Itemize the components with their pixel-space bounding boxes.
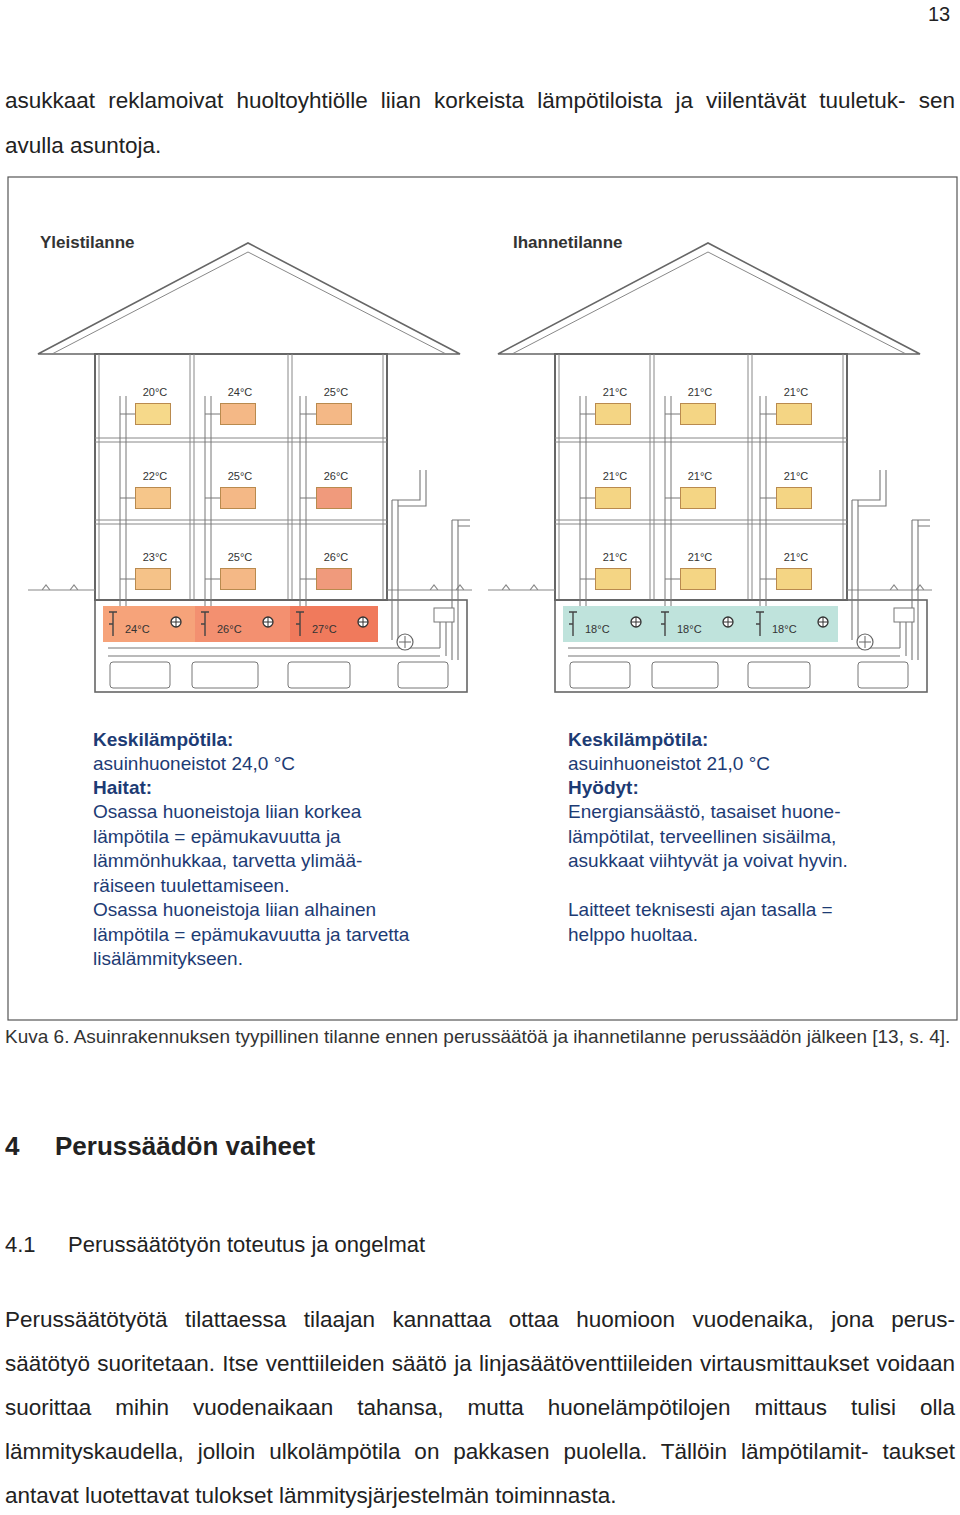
- figure-heading: Keskilämpötila:: [93, 728, 233, 752]
- radiator: [680, 568, 716, 590]
- temperature-label: 18°C: [563, 606, 655, 637]
- temperature-label: 21°C: [672, 468, 728, 484]
- temperature-label: 25°C: [212, 549, 268, 565]
- radiator-unit: 21°C: [672, 384, 728, 426]
- radiator-unit: 25°C: [308, 384, 364, 426]
- figure-heading: Hyödyt:: [568, 776, 639, 800]
- temperature-label: 26°C: [195, 606, 290, 637]
- temperature-label: 18°C: [655, 606, 750, 637]
- radiator-unit: 23°C: [127, 549, 183, 591]
- body-text: Perussäätötyötä tilattaessa tilaajan kan…: [5, 1298, 955, 1515]
- radiator: [680, 487, 716, 509]
- temperature-label: 24°C: [212, 384, 268, 400]
- temperature-label: 26°C: [308, 468, 364, 484]
- panel-title: Yleistilanne: [40, 232, 134, 253]
- temperature-label: 21°C: [587, 549, 643, 565]
- figure-text: Laitteet teknisesti ajan tasalla = helpp…: [568, 898, 873, 947]
- temperature-label: 21°C: [768, 468, 824, 484]
- radiator: [220, 403, 256, 425]
- figure-text: asuinhuoneistot 21,0 °C: [568, 752, 770, 776]
- basement-zone: 18°C: [750, 606, 838, 642]
- radiator: [316, 487, 352, 509]
- radiator-unit: 21°C: [768, 468, 824, 510]
- radiator-unit: 21°C: [587, 384, 643, 426]
- basement-zone: 24°C: [103, 606, 195, 642]
- basement-zone: 26°C: [195, 606, 290, 642]
- panel-title: Ihannetilanne: [513, 232, 623, 253]
- temperature-label: 20°C: [127, 384, 183, 400]
- temperature-label: 21°C: [768, 384, 824, 400]
- radiator-unit: 20°C: [127, 384, 183, 426]
- radiator-unit: 21°C: [768, 384, 824, 426]
- temperature-label: 25°C: [212, 468, 268, 484]
- figure-text: Osassa huoneistoja liian korkea lämpötil…: [93, 800, 423, 898]
- figure-heading: Keskilämpötila:: [568, 728, 708, 752]
- radiator-unit: 21°C: [587, 549, 643, 591]
- figure-text: Energiansäästö, tasaiset huone- lämpötil…: [568, 800, 873, 874]
- section-heading: Perussäätötyön toteutus ja ongelmat: [68, 1231, 425, 1259]
- temperature-label: 23°C: [127, 549, 183, 565]
- figure-frame: [8, 177, 957, 1020]
- temperature-label: 21°C: [587, 384, 643, 400]
- section-number: 4.1: [5, 1231, 36, 1259]
- radiator-unit: 26°C: [308, 468, 364, 510]
- radiator: [220, 487, 256, 509]
- radiator: [135, 568, 171, 590]
- figure-heading: Haitat:: [93, 776, 152, 800]
- figure-text: Osassa huoneistoja liian alhainen lämpöt…: [93, 898, 423, 972]
- radiator-unit: 22°C: [127, 468, 183, 510]
- radiator-unit: 21°C: [672, 549, 728, 591]
- temperature-label: 27°C: [290, 606, 378, 637]
- radiator-unit: 21°C: [587, 468, 643, 510]
- radiator: [595, 568, 631, 590]
- radiator: [776, 568, 812, 590]
- section-number: 4: [5, 1130, 19, 1163]
- radiator: [316, 568, 352, 590]
- temperature-label: 18°C: [750, 606, 838, 637]
- temperature-label: 25°C: [308, 384, 364, 400]
- radiator-unit: 21°C: [768, 549, 824, 591]
- radiator-unit: 25°C: [212, 468, 268, 510]
- body-text: asukkaat reklamoivat huoltoyhtiölle liia…: [5, 78, 955, 168]
- radiator: [776, 487, 812, 509]
- temperature-label: 21°C: [672, 549, 728, 565]
- radiator: [135, 487, 171, 509]
- radiator: [220, 568, 256, 590]
- basement-zone: 18°C: [563, 606, 655, 642]
- section-heading: Perussäädön vaiheet: [55, 1130, 315, 1163]
- temperature-label: 21°C: [672, 384, 728, 400]
- radiator: [680, 403, 716, 425]
- basement-zone: 18°C: [655, 606, 750, 642]
- radiator-unit: 24°C: [212, 384, 268, 426]
- radiator-unit: 25°C: [212, 549, 268, 591]
- temperature-label: 24°C: [103, 606, 195, 637]
- radiator-unit: 21°C: [672, 468, 728, 510]
- radiator: [316, 403, 352, 425]
- figure-text: asuinhuoneistot 24,0 °C: [93, 752, 295, 776]
- temperature-label: 26°C: [308, 549, 364, 565]
- radiator: [776, 403, 812, 425]
- basement-zone: 27°C: [290, 606, 378, 642]
- temperature-label: 22°C: [127, 468, 183, 484]
- figure-caption: Kuva 6. Asuinrakennuksen tyypillinen til…: [5, 1023, 955, 1051]
- page-number: 13: [928, 2, 950, 27]
- radiator-unit: 26°C: [308, 549, 364, 591]
- radiator: [595, 487, 631, 509]
- radiator: [595, 403, 631, 425]
- radiator: [135, 403, 171, 425]
- temperature-label: 21°C: [587, 468, 643, 484]
- temperature-label: 21°C: [768, 549, 824, 565]
